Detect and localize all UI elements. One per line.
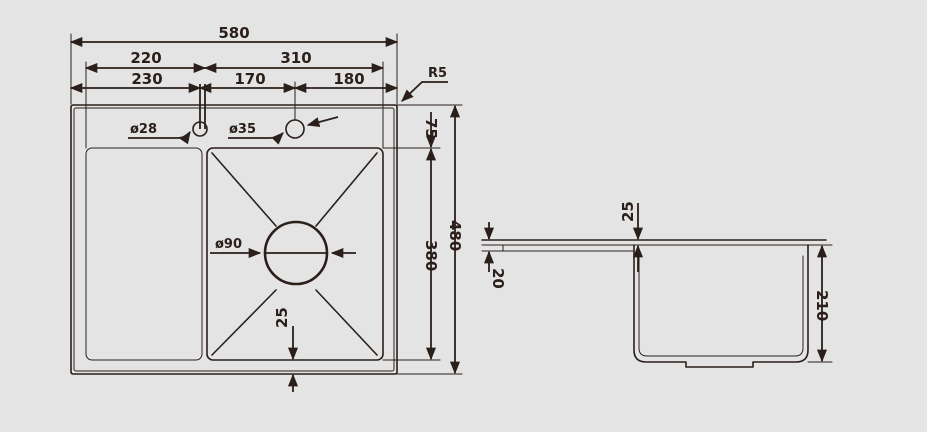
side-bowl-inner: [638, 255, 804, 357]
dim-180-label: 180: [333, 70, 364, 88]
dim-220-label: 220: [130, 49, 161, 67]
dim-170-label: 170: [234, 70, 265, 88]
side-view: 25 20 210: [481, 201, 833, 368]
hole-large-label: ø35: [229, 122, 256, 137]
bowl: [206, 147, 384, 361]
dim-20-label: 20: [489, 268, 507, 289]
r5-label: R5: [428, 66, 447, 81]
dim-210-label: 210: [813, 290, 831, 321]
side-bowl: [633, 244, 809, 368]
drainboard: [85, 147, 203, 361]
dim-580-label: 580: [218, 24, 249, 42]
dim-310-label: 310: [280, 49, 311, 67]
hole-small-leader: [128, 130, 191, 145]
hole-small-label: ø28: [130, 122, 157, 137]
hole-large: [285, 119, 305, 139]
dim-25-bottom-label: 25: [273, 307, 291, 328]
hole-large-leader: [228, 132, 284, 145]
hole-large-pointer: [306, 116, 339, 127]
r5-leader: [401, 81, 448, 102]
plan-view: ø90 ø28 ø35 580 220 310 230 170 180 R5: [69, 24, 464, 392]
dim-480-label: 480: [446, 220, 464, 251]
dim-380-label: 380: [422, 240, 440, 271]
dim-25-side-label: 25: [619, 201, 637, 222]
dim-75-label: 75: [422, 118, 440, 139]
drain-label: ø90: [215, 237, 242, 252]
bowl-slope-lines: [211, 152, 378, 356]
dim-230-label: 230: [131, 70, 162, 88]
sink-outline: [70, 104, 398, 375]
sink-outline-inner: [73, 107, 395, 372]
